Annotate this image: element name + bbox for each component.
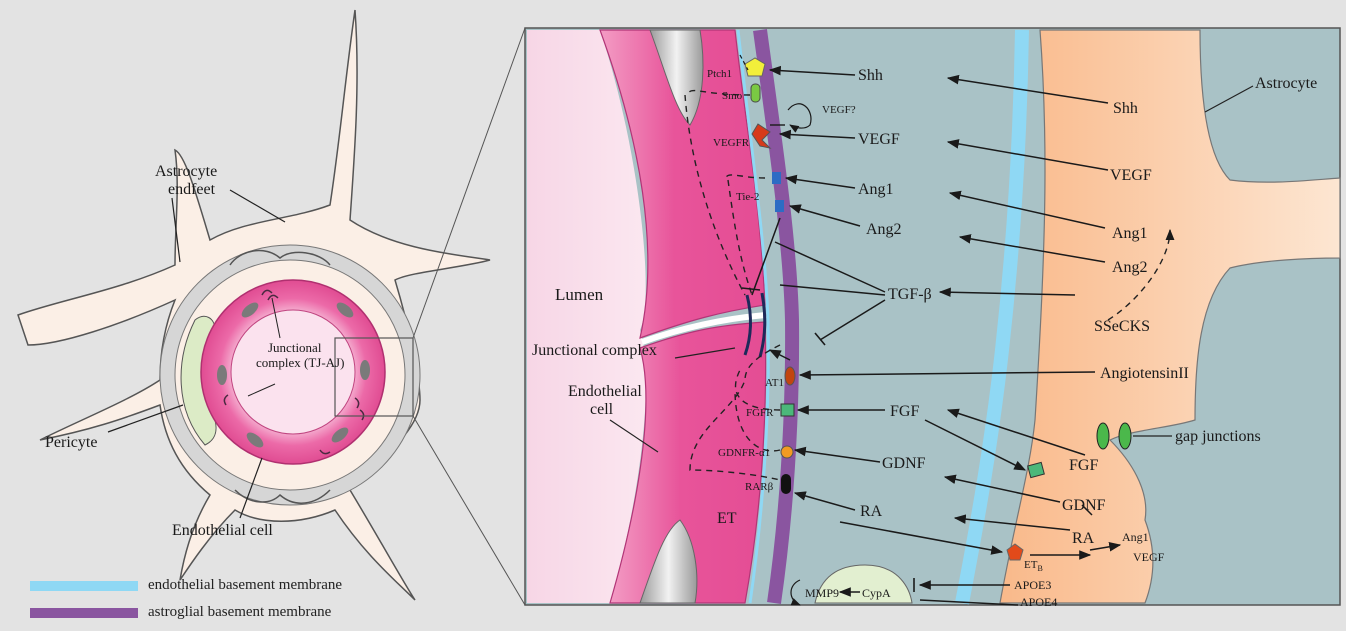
legend-astroglial-membrane: astroglial basement membrane <box>30 604 331 621</box>
vegf-small-label: VEGF <box>1133 550 1165 564</box>
rarb-label: RARβ <box>745 481 774 493</box>
gdnfr-label: GDNFR-α1 <box>718 447 770 459</box>
overview-panel: Astrocyte endfeet Junctional complex (TJ… <box>18 10 525 605</box>
angiotensin-label: AngiotensinII <box>1100 365 1189 382</box>
legend-label-endothelial: endothelial basement membrane <box>148 577 342 594</box>
fgfr-receptor <box>781 404 794 416</box>
rarb-receptor <box>781 474 791 494</box>
et-label: ET <box>717 510 737 527</box>
ang1-small-label: Ang1 <box>1122 530 1149 544</box>
endothelial-cell-label-2: cell <box>590 401 614 418</box>
apoe4-label: APOE4 <box>1020 595 1057 609</box>
astrocyte-endfeet-label-1: Astrocyte <box>155 163 217 180</box>
gap-junctions-label: gap junctions <box>1175 428 1261 445</box>
gap-junction-2 <box>1119 423 1131 449</box>
astrocyte-label: Astrocyte <box>1255 75 1317 92</box>
lumen-label: Lumen <box>555 285 604 304</box>
legend-label-astroglial: astroglial basement membrane <box>148 604 331 621</box>
ra-astro-label: RA <box>1072 530 1095 547</box>
vegfr-label: VEGFR <box>713 137 750 149</box>
tgf-beta-label: TGF-β <box>888 286 932 303</box>
astrocyte-endfeet-label-2: endfeet <box>168 181 216 198</box>
sseck-label: SSeCKS <box>1094 318 1150 335</box>
detail-panel: Lumen Junctional complex Endothelial cel… <box>525 28 1340 609</box>
legend-swatch-astroglial <box>30 608 138 618</box>
ang2-label: Ang2 <box>866 221 902 238</box>
vegf-question-label: VEGF? <box>822 104 856 116</box>
smo-label: Smo <box>722 90 743 102</box>
gap-junction-1 <box>1097 423 1109 449</box>
vegf-label: VEGF <box>858 131 900 148</box>
legend-endothelial-membrane: endothelial basement membrane <box>30 577 342 594</box>
gdnf-astro-label: GDNF <box>1062 497 1106 514</box>
shh-astro-label: Shh <box>1113 100 1138 117</box>
fgf-astro-label: FGF <box>1069 457 1098 474</box>
cypa-label: CypA <box>862 586 891 600</box>
tie2-receptor-1 <box>772 172 781 184</box>
ra-label: RA <box>860 503 883 520</box>
legend-swatch-endothelial <box>30 581 138 591</box>
ang2-astro-label: Ang2 <box>1112 259 1148 276</box>
gdnfr-receptor <box>781 446 793 458</box>
apoe3-label: APOE3 <box>1014 578 1051 592</box>
tie2-label: Tie-2 <box>736 191 759 203</box>
mmp9-label: MMP9 <box>805 586 839 600</box>
junctional-complex-label-1: Junctional <box>268 340 322 355</box>
at1-label: AT1 <box>765 377 784 389</box>
junctional-complex-detail-label: Junctional complex <box>532 342 657 359</box>
ang1-astro-label: Ang1 <box>1112 225 1148 242</box>
overview-endothelial-label: Endothelial cell <box>172 522 273 539</box>
fgf-label: FGF <box>890 403 919 420</box>
gdnf-label: GDNF <box>882 455 926 472</box>
pericyte-label: Pericyte <box>45 434 97 451</box>
at1-receptor <box>785 367 795 385</box>
ptch1-label: Ptch1 <box>707 68 732 80</box>
tie2-receptor-2 <box>775 200 784 212</box>
smo-receptor <box>751 84 760 102</box>
ang1-label: Ang1 <box>858 181 894 198</box>
shh-label: Shh <box>858 67 883 84</box>
fgfr-label: FGFR <box>746 407 774 419</box>
vegf-astro-label: VEGF <box>1110 167 1152 184</box>
endothelial-cell-label-1: Endothelial <box>568 383 642 400</box>
junctional-complex-label-2: complex (TJ-AJ) <box>256 355 344 370</box>
